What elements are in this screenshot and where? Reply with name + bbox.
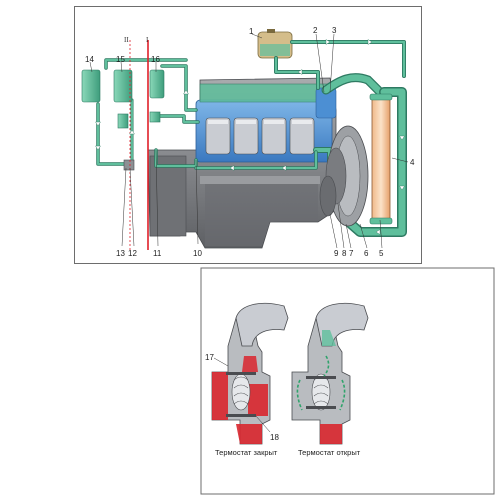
flow-arrow-icon <box>325 39 331 45</box>
thermostat-closed-valve <box>226 372 256 375</box>
flow-arrow-icon <box>297 69 303 75</box>
label-15: 15 <box>116 55 125 64</box>
temperature-sensor-13 <box>123 159 135 171</box>
crankcase-rib <box>200 176 320 184</box>
caption-thermostat-closed: Термостат закрыт <box>215 448 278 457</box>
heater-supply-pipe <box>160 64 198 112</box>
oil-pan <box>205 184 318 246</box>
label-9: 9 <box>334 249 339 258</box>
flow-arrows <box>95 39 405 235</box>
leader-lines <box>89 33 409 249</box>
flow-arrow-icon <box>367 39 373 45</box>
piston-2 <box>236 120 256 124</box>
down-arrow-icon <box>399 135 405 141</box>
thermostat-closed-upper-chamber <box>242 356 258 372</box>
label-2: 2 <box>313 26 318 35</box>
piston-4 <box>292 120 312 124</box>
radiator <box>369 93 393 225</box>
down-arrow-icon <box>95 145 101 151</box>
heater-core-15 <box>113 69 133 103</box>
valve-12 <box>117 113 129 129</box>
label-5: 5 <box>379 249 384 258</box>
label-1: 1 <box>249 27 254 36</box>
crank-pulley <box>319 175 337 217</box>
thermostat-open-flow-top <box>322 330 336 346</box>
label-7: 7 <box>349 249 354 258</box>
flywheel-housing <box>149 155 187 237</box>
fan-and-pulleys <box>319 125 369 227</box>
label-17: 17 <box>205 353 214 362</box>
thermostat-open-flow-upper <box>323 355 330 377</box>
up-arrow-icon <box>183 89 189 95</box>
heater-lower-link <box>96 102 128 166</box>
down-arrow-icon <box>95 121 101 127</box>
thermostat-closed <box>211 302 289 445</box>
cylinder-2 <box>233 117 259 155</box>
cylinders <box>205 117 315 155</box>
expansion-tank <box>257 29 293 59</box>
heater-valve <box>149 111 161 123</box>
piston-1 <box>208 120 228 124</box>
cylinder-1 <box>205 117 231 155</box>
thermostat-open-flow-left <box>296 379 303 411</box>
label-4: 4 <box>410 158 415 167</box>
thermostat-closed-inlet <box>236 424 262 444</box>
caption-thermostat-open: Термостат открыт <box>298 448 361 457</box>
zone-I-label: I <box>146 36 149 44</box>
label-13: 13 <box>116 249 125 258</box>
expansion-tank-cap <box>267 29 275 33</box>
cylinder-3 <box>261 117 287 155</box>
radiator-lower-tank <box>369 217 393 225</box>
label-16: 16 <box>151 55 160 64</box>
label-10: 10 <box>193 249 202 258</box>
flow-arrow-icon <box>229 165 235 171</box>
heater-core-14 <box>81 69 101 103</box>
radiator-upper-tank <box>369 93 393 101</box>
thermostat-closed-outlet-pipe <box>235 302 289 347</box>
label-8: 8 <box>342 249 347 258</box>
thermostat-open-lower-valve <box>306 406 336 409</box>
zone-II-label: II <box>124 36 129 44</box>
piston-3 <box>264 120 284 124</box>
heater-core-16 <box>149 69 165 99</box>
thermostat-closed-right-chamber <box>248 384 268 416</box>
up-arrow-icon <box>129 129 135 135</box>
thermostat-open-element <box>311 373 331 411</box>
cylinder-4 <box>289 117 315 155</box>
thermostat-closed-spring <box>233 376 249 405</box>
flow-arrow-icon <box>281 165 287 171</box>
thermostat-open-flow-right <box>339 379 346 411</box>
label-6: 6 <box>364 249 369 258</box>
heater-cores <box>81 69 165 171</box>
label-18: 18 <box>270 433 279 442</box>
thermostat-open-inlet <box>320 424 342 444</box>
label-12: 12 <box>128 249 137 258</box>
flow-arrow-icon <box>375 229 381 235</box>
head-coolant-channel <box>199 83 329 103</box>
label-14: 14 <box>85 55 94 64</box>
down-arrow-icon <box>399 185 405 191</box>
thermostat-open <box>291 302 369 445</box>
label-11: 11 <box>153 249 162 258</box>
thermostat-open-valve <box>306 376 336 379</box>
label-3: 3 <box>332 26 337 35</box>
thermostat-closed-lower-valve <box>226 414 256 417</box>
thermostat-closed-left-chamber <box>212 372 228 420</box>
thermostat-leader-lines <box>213 357 271 433</box>
zone-dividers <box>129 40 149 250</box>
